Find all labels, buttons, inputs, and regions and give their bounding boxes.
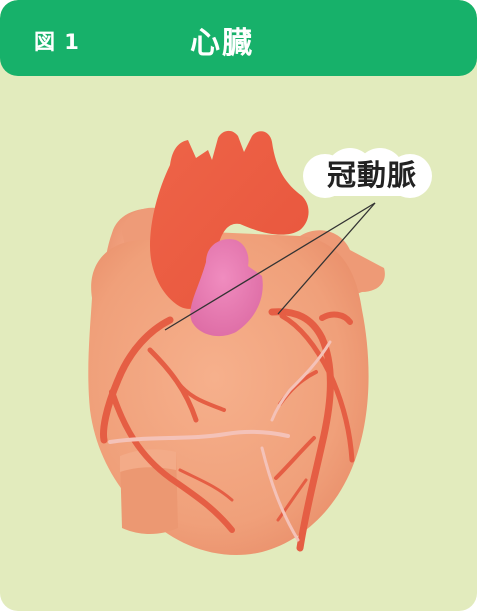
callout-label: 冠動脈 (307, 152, 437, 194)
